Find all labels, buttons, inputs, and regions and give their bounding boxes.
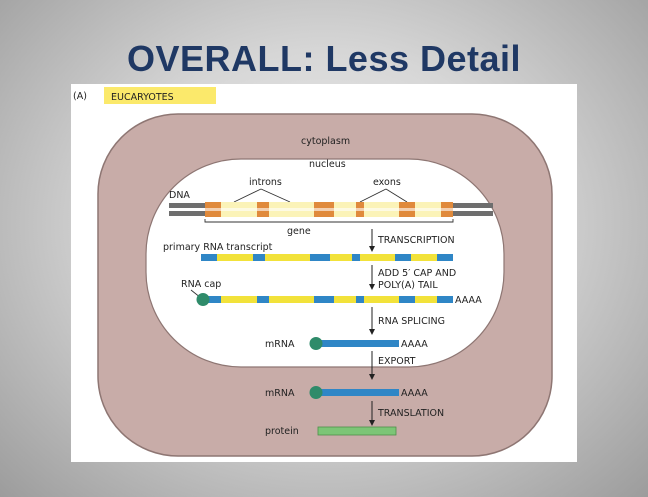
rna-cap-2 [309,337,323,350]
nucleus-region [145,158,505,368]
gene-expression-figure: (A) EUCARYOTES cytoplasm nucleus introns… [71,84,577,462]
primary-rna-transcript [201,254,453,261]
mrna-nuclear-label: mRNA [265,339,295,350]
panel-label-highlight [104,87,216,104]
transcription-step: TRANSCRIPTION [377,235,455,246]
splicing-step: RNA SPLICING [378,316,445,327]
cap-tail-step-line1: ADD 5′ CAP AND [378,268,456,279]
rna-cap-3 [309,386,323,399]
protein-label: protein [265,426,299,437]
mrna-cytoplasm-label: mRNA [265,388,295,399]
dna-label: DNA [169,190,190,201]
poly-a-tail-2: AAAA [401,339,428,350]
slide-title: OVERALL: Less Detail [126,38,522,79]
panel-label: EUCARYOTES [111,92,174,103]
capped-rna-transcript [196,293,453,306]
cytoplasmic-mrna [309,386,399,399]
nucleus-label: nucleus [309,159,346,170]
exons-pointer [359,188,408,203]
poly-a-tail-3: AAAA [401,388,428,399]
gene-label: gene [287,226,311,237]
exons-label: exons [373,177,401,188]
panel-letter: (A) [73,91,87,102]
gene-expression-diagram: (A) EUCARYOTES cytoplasm nucleus introns… [73,87,553,457]
cytoplasm-label: cytoplasm [301,136,350,147]
nuclear-mrna [309,337,399,350]
export-step: EXPORT [378,356,416,367]
translation-step: TRANSLATION [377,408,444,419]
rna-cap-1 [196,293,210,306]
primary-transcript-label: primary RNA transcript [163,242,273,253]
protein-bar [317,426,397,436]
dna-double-strand [169,202,493,217]
rna-cap-label: RNA cap [181,279,221,290]
introns-pointer [233,188,291,203]
cap-tail-step-line2: POLY(A) TAIL [378,280,438,291]
introns-label: introns [249,177,282,188]
gene-bracket [204,219,454,223]
poly-a-tail-1: AAAA [455,295,482,306]
